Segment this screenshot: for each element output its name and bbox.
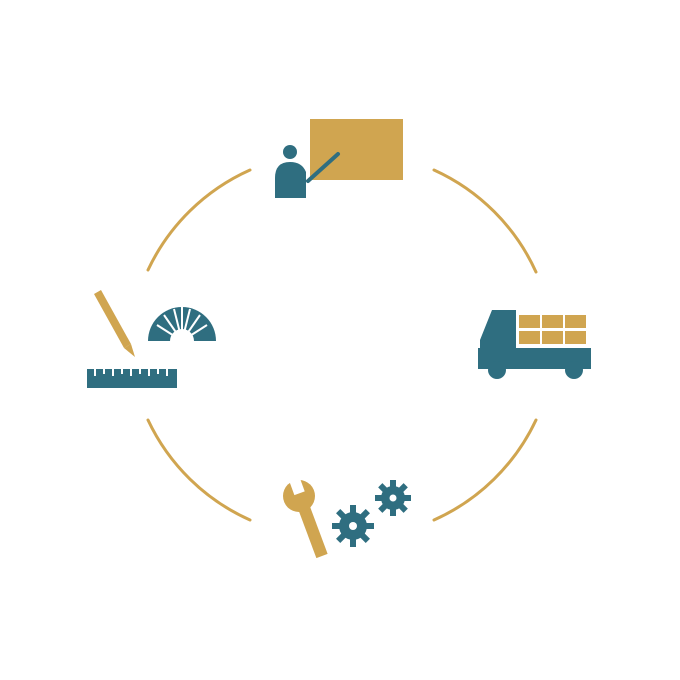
design-tools-icon <box>87 290 216 388</box>
gear-icon-large <box>332 505 374 547</box>
presentation-icon <box>275 119 403 198</box>
presenter-body <box>275 162 306 198</box>
truck-wheel-front <box>488 361 506 379</box>
delivery-truck-icon <box>478 310 591 379</box>
arc-top-right <box>432 168 538 274</box>
wrench-icon <box>283 474 328 559</box>
truck-cargo-boxes <box>519 315 586 344</box>
arc-bottom-left <box>146 418 252 522</box>
wrench-gears-icon <box>283 474 411 559</box>
presentation-board <box>310 119 403 180</box>
protractor-icon <box>148 307 216 342</box>
pencil-icon <box>94 290 135 357</box>
cycle-arcs <box>146 168 538 522</box>
arc-bottom-right <box>432 418 538 522</box>
truck-cab <box>480 310 516 348</box>
arc-top-left <box>146 168 252 272</box>
presenter-head <box>283 145 297 159</box>
truck-wheel-rear <box>565 361 583 379</box>
presentation-pointer <box>306 152 340 183</box>
gear-icon-small <box>375 480 411 516</box>
truck-chassis <box>478 348 591 369</box>
ruler-icon <box>87 369 177 388</box>
